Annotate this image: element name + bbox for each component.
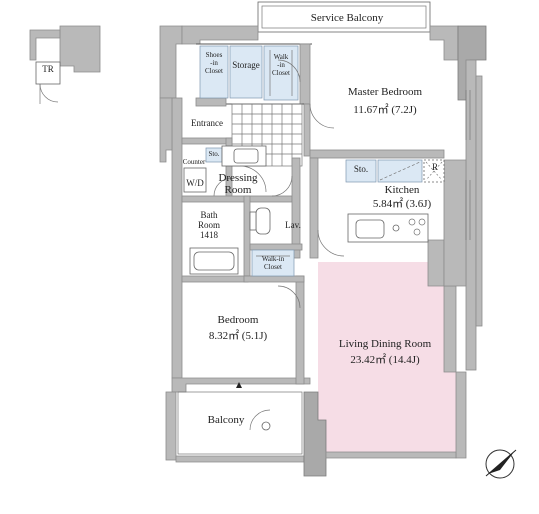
walk-in-closet-2-label: Walk-in Closet (261, 255, 285, 271)
counter-label: Counter (182, 158, 206, 166)
north-arrow-icon (485, 449, 517, 479)
entrance-label: Entrance (191, 118, 223, 128)
windows-right (465, 90, 471, 240)
washbasin-counter (221, 145, 267, 167)
tr-unit (29, 25, 101, 104)
living-dining-floor (318, 262, 456, 452)
wd-label: W/D (186, 178, 204, 188)
shoes-closet-label: Shoes -in Closet (205, 51, 223, 75)
bedroom-name: Bedroom (217, 314, 259, 326)
fridge (423, 159, 445, 183)
kitchen-upper-cabinet (377, 159, 423, 183)
sto-1-label: Sto. (208, 150, 220, 158)
service-balcony-label: Service Balcony (310, 12, 384, 24)
sto-2-floor (345, 159, 377, 183)
living-dining-name: Living Dining Room (338, 338, 432, 350)
balcony-label: Balcony (207, 414, 245, 426)
bottom-balcony (177, 391, 303, 455)
washer-dryer (183, 167, 207, 193)
toilet (249, 207, 271, 235)
outer-walls (159, 25, 487, 477)
bath-room-label: Bath Room 1418 (197, 210, 220, 241)
bathtub (189, 247, 239, 275)
sto-2-label: Sto. (353, 164, 369, 174)
kitchen-counter (347, 213, 429, 243)
walk-in-closet-1-label: Walk -in Closet (272, 53, 290, 77)
kitchen-name: Kitchen (384, 184, 420, 196)
master-bedroom-area: 11.67㎡ (7.2J) (353, 104, 417, 116)
master-bedroom-name: Master Bedroom (347, 86, 423, 98)
door-swings (213, 59, 345, 431)
bedroom-area: 8.32㎡ (5.1J) (208, 330, 268, 342)
walk-in-closet-2-floor (251, 249, 295, 277)
kitchen-area: 5.84㎡ (3.6J) (372, 198, 432, 210)
lav-label: Lav. (285, 220, 301, 230)
storage-floor (229, 45, 263, 99)
interior-walls (181, 43, 445, 385)
living-dining-area: 23.42㎡ (14.4J) (350, 354, 420, 366)
entry-triangle-icon (236, 382, 242, 388)
service-balcony (257, 1, 431, 33)
stove-icon (408, 218, 426, 236)
dressing-room-label: Dressing Room (218, 172, 258, 197)
tr-label: TR (42, 64, 54, 74)
storage-label: Storage (232, 60, 260, 70)
shoes-closet-floor (199, 45, 229, 99)
fridge-label: R (431, 162, 438, 172)
